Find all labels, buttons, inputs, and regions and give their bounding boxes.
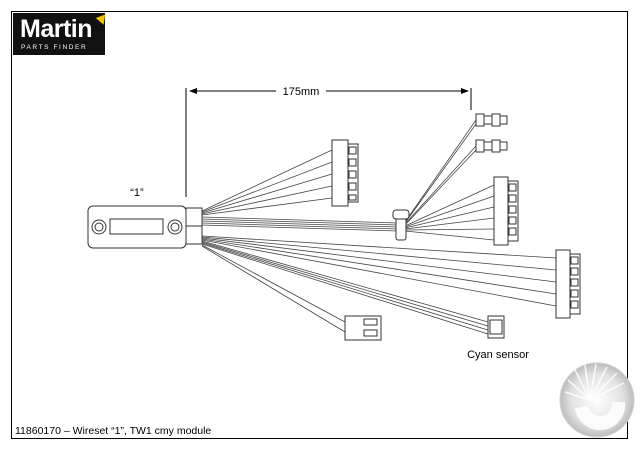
logo-wordmark: Martin	[20, 15, 93, 43]
part-label: “1”	[130, 187, 144, 199]
cyan-sensor-connector	[487, 315, 505, 339]
cyan-sensor-label: Cyan sensor	[467, 349, 529, 361]
dimension-175mm: 175mm	[185, 86, 472, 197]
martin-gradient-seal-icon	[559, 362, 635, 438]
martin-parts-finder-logo[interactable]: Martin PARTS FINDER	[13, 13, 109, 55]
connector-small-upper	[475, 113, 508, 127]
connector-right-lower	[555, 249, 581, 319]
cable-tie	[392, 209, 410, 241]
logo-tagline: PARTS FINDER	[21, 44, 88, 51]
connector-bottom-left	[344, 315, 382, 341]
wire-bundle	[201, 119, 557, 335]
figure-caption: 11860170 – Wireset “1”, TW1 cmy module	[15, 425, 212, 437]
module-housing	[87, 205, 203, 249]
dimension-label: 175mm	[283, 86, 320, 98]
connector-small-lower	[475, 139, 508, 153]
connector-top-middle	[331, 139, 359, 207]
connector-right-middle	[493, 176, 519, 246]
